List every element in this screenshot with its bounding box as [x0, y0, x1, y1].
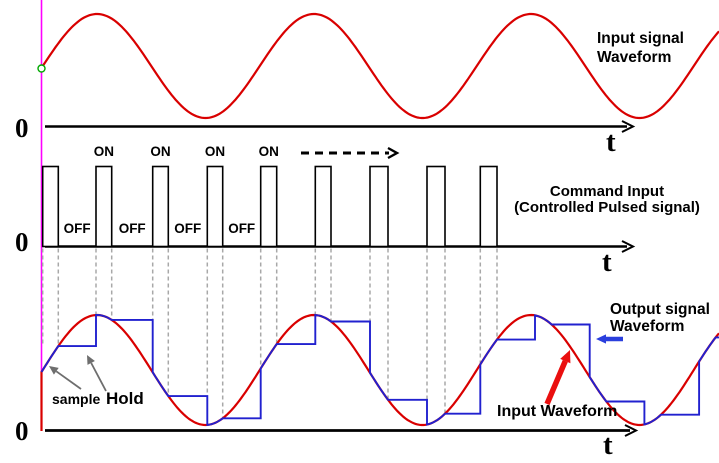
input-signal-sine	[40, 12, 719, 120]
command-pulse	[426, 165, 446, 248]
output-waveform-pointer-arrow-head	[596, 334, 606, 344]
input-waveform-title: Input Waveform	[497, 403, 618, 420]
command-pulse	[151, 165, 170, 248]
command-pulse	[206, 165, 224, 248]
input-signal-title-line1: Input signal	[597, 30, 684, 47]
pulse-on-label: ON	[93, 144, 114, 159]
continuation-arrow-head	[387, 146, 400, 160]
input-signal-title: Input signal Waveform	[597, 29, 684, 67]
command-pulse	[259, 165, 278, 248]
input-waveform-pointer-arrow-shaft	[544, 359, 568, 406]
sample-pointer-arrow-shaft	[55, 370, 82, 390]
pulse-off-label: OFF	[228, 221, 256, 236]
input-signal-title-line2: Waveform	[597, 49, 672, 66]
sample-label: sample	[52, 391, 101, 407]
pulse-off-label: OFF	[63, 221, 91, 236]
pulse-off-label: OFF	[118, 221, 146, 236]
command-pulse	[479, 165, 498, 248]
pulse-on-label: ON	[204, 144, 226, 159]
hold-pointer-arrow-shaft	[90, 362, 107, 392]
sample-pointer-arrow-head	[49, 366, 59, 375]
command-pulse	[314, 165, 332, 248]
pulse-on-label: ON	[150, 144, 171, 159]
command-input-title: Command Input (Controlled Pulsed signal)	[494, 184, 719, 216]
top-zero-label: 0	[15, 113, 29, 143]
bottom-axis-arrowhead	[624, 424, 639, 437]
command-pulse	[41, 165, 60, 248]
top-axis-arrowhead	[621, 120, 636, 133]
command-pulse	[95, 165, 113, 248]
middle-zero-label: 0	[15, 227, 29, 257]
pulse-off-label: OFF	[174, 221, 202, 236]
output-staircase	[40, 313, 719, 426]
command-input-title-line1: Command Input	[549, 183, 665, 200]
bottom-time-label: t	[603, 429, 613, 461]
hold-pointer-arrow-head	[87, 355, 95, 365]
middle-axis-arrowhead	[621, 240, 636, 253]
input-waveform-pointer-arrow-head	[560, 350, 571, 364]
hold-label: Hold	[106, 389, 144, 408]
output-signal-title: Output signal Waveform	[610, 301, 710, 335]
output-signal-title-line2: Waveform	[610, 318, 685, 335]
output-signal-title-line1: Output signal	[610, 301, 710, 318]
command-input-title-line2: (Controlled Pulsed signal)	[514, 199, 700, 216]
command-pulse	[369, 165, 389, 248]
start-point-marker	[37, 64, 46, 73]
middle-time-label: t	[602, 246, 612, 278]
top-time-label: t	[606, 126, 616, 158]
pulse-on-label: ON	[258, 144, 279, 159]
bottom-zero-label: 0	[15, 416, 29, 446]
